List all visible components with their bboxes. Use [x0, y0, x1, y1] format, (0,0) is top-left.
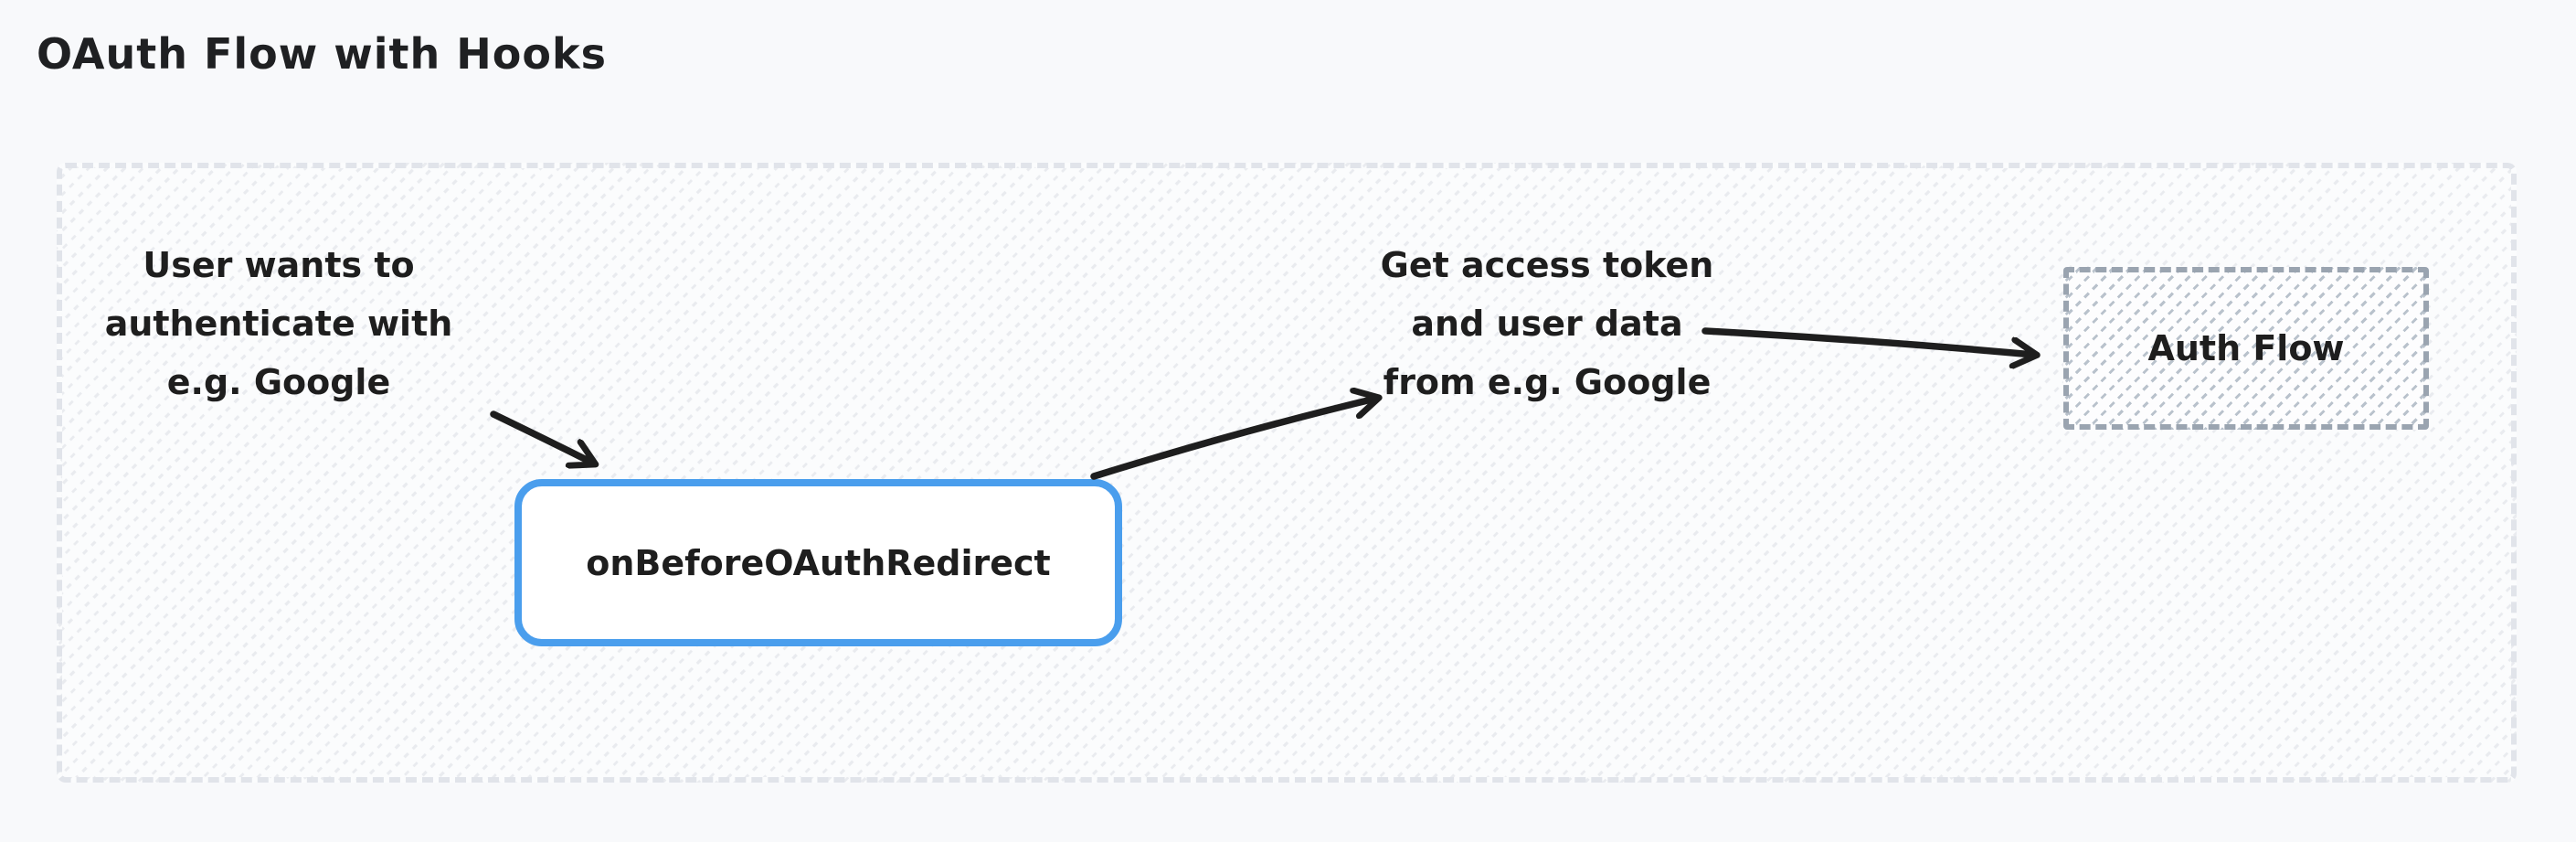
note-line: User wants to: [143, 245, 415, 285]
node-label: onBeforeOAuthRedirect: [586, 542, 1051, 583]
note-get-token: Get access token and user data from e.g.…: [1346, 236, 1748, 411]
note-line: and user data: [1411, 304, 1683, 344]
note-line: from e.g. Google: [1383, 362, 1712, 402]
note-line: Get access token: [1380, 245, 1714, 285]
note-user-intent: User wants to authenticate with e.g. Goo…: [78, 236, 480, 411]
node-label: Auth Flow: [2147, 328, 2345, 368]
note-line: authenticate with: [104, 304, 453, 344]
node-onbeforeoauthredirect: onBeforeOAuthRedirect: [514, 479, 1122, 646]
node-auth-flow: Auth Flow: [2063, 267, 2429, 430]
note-line: e.g. Google: [166, 362, 391, 402]
diagram-title: OAuth Flow with Hooks: [37, 29, 607, 79]
